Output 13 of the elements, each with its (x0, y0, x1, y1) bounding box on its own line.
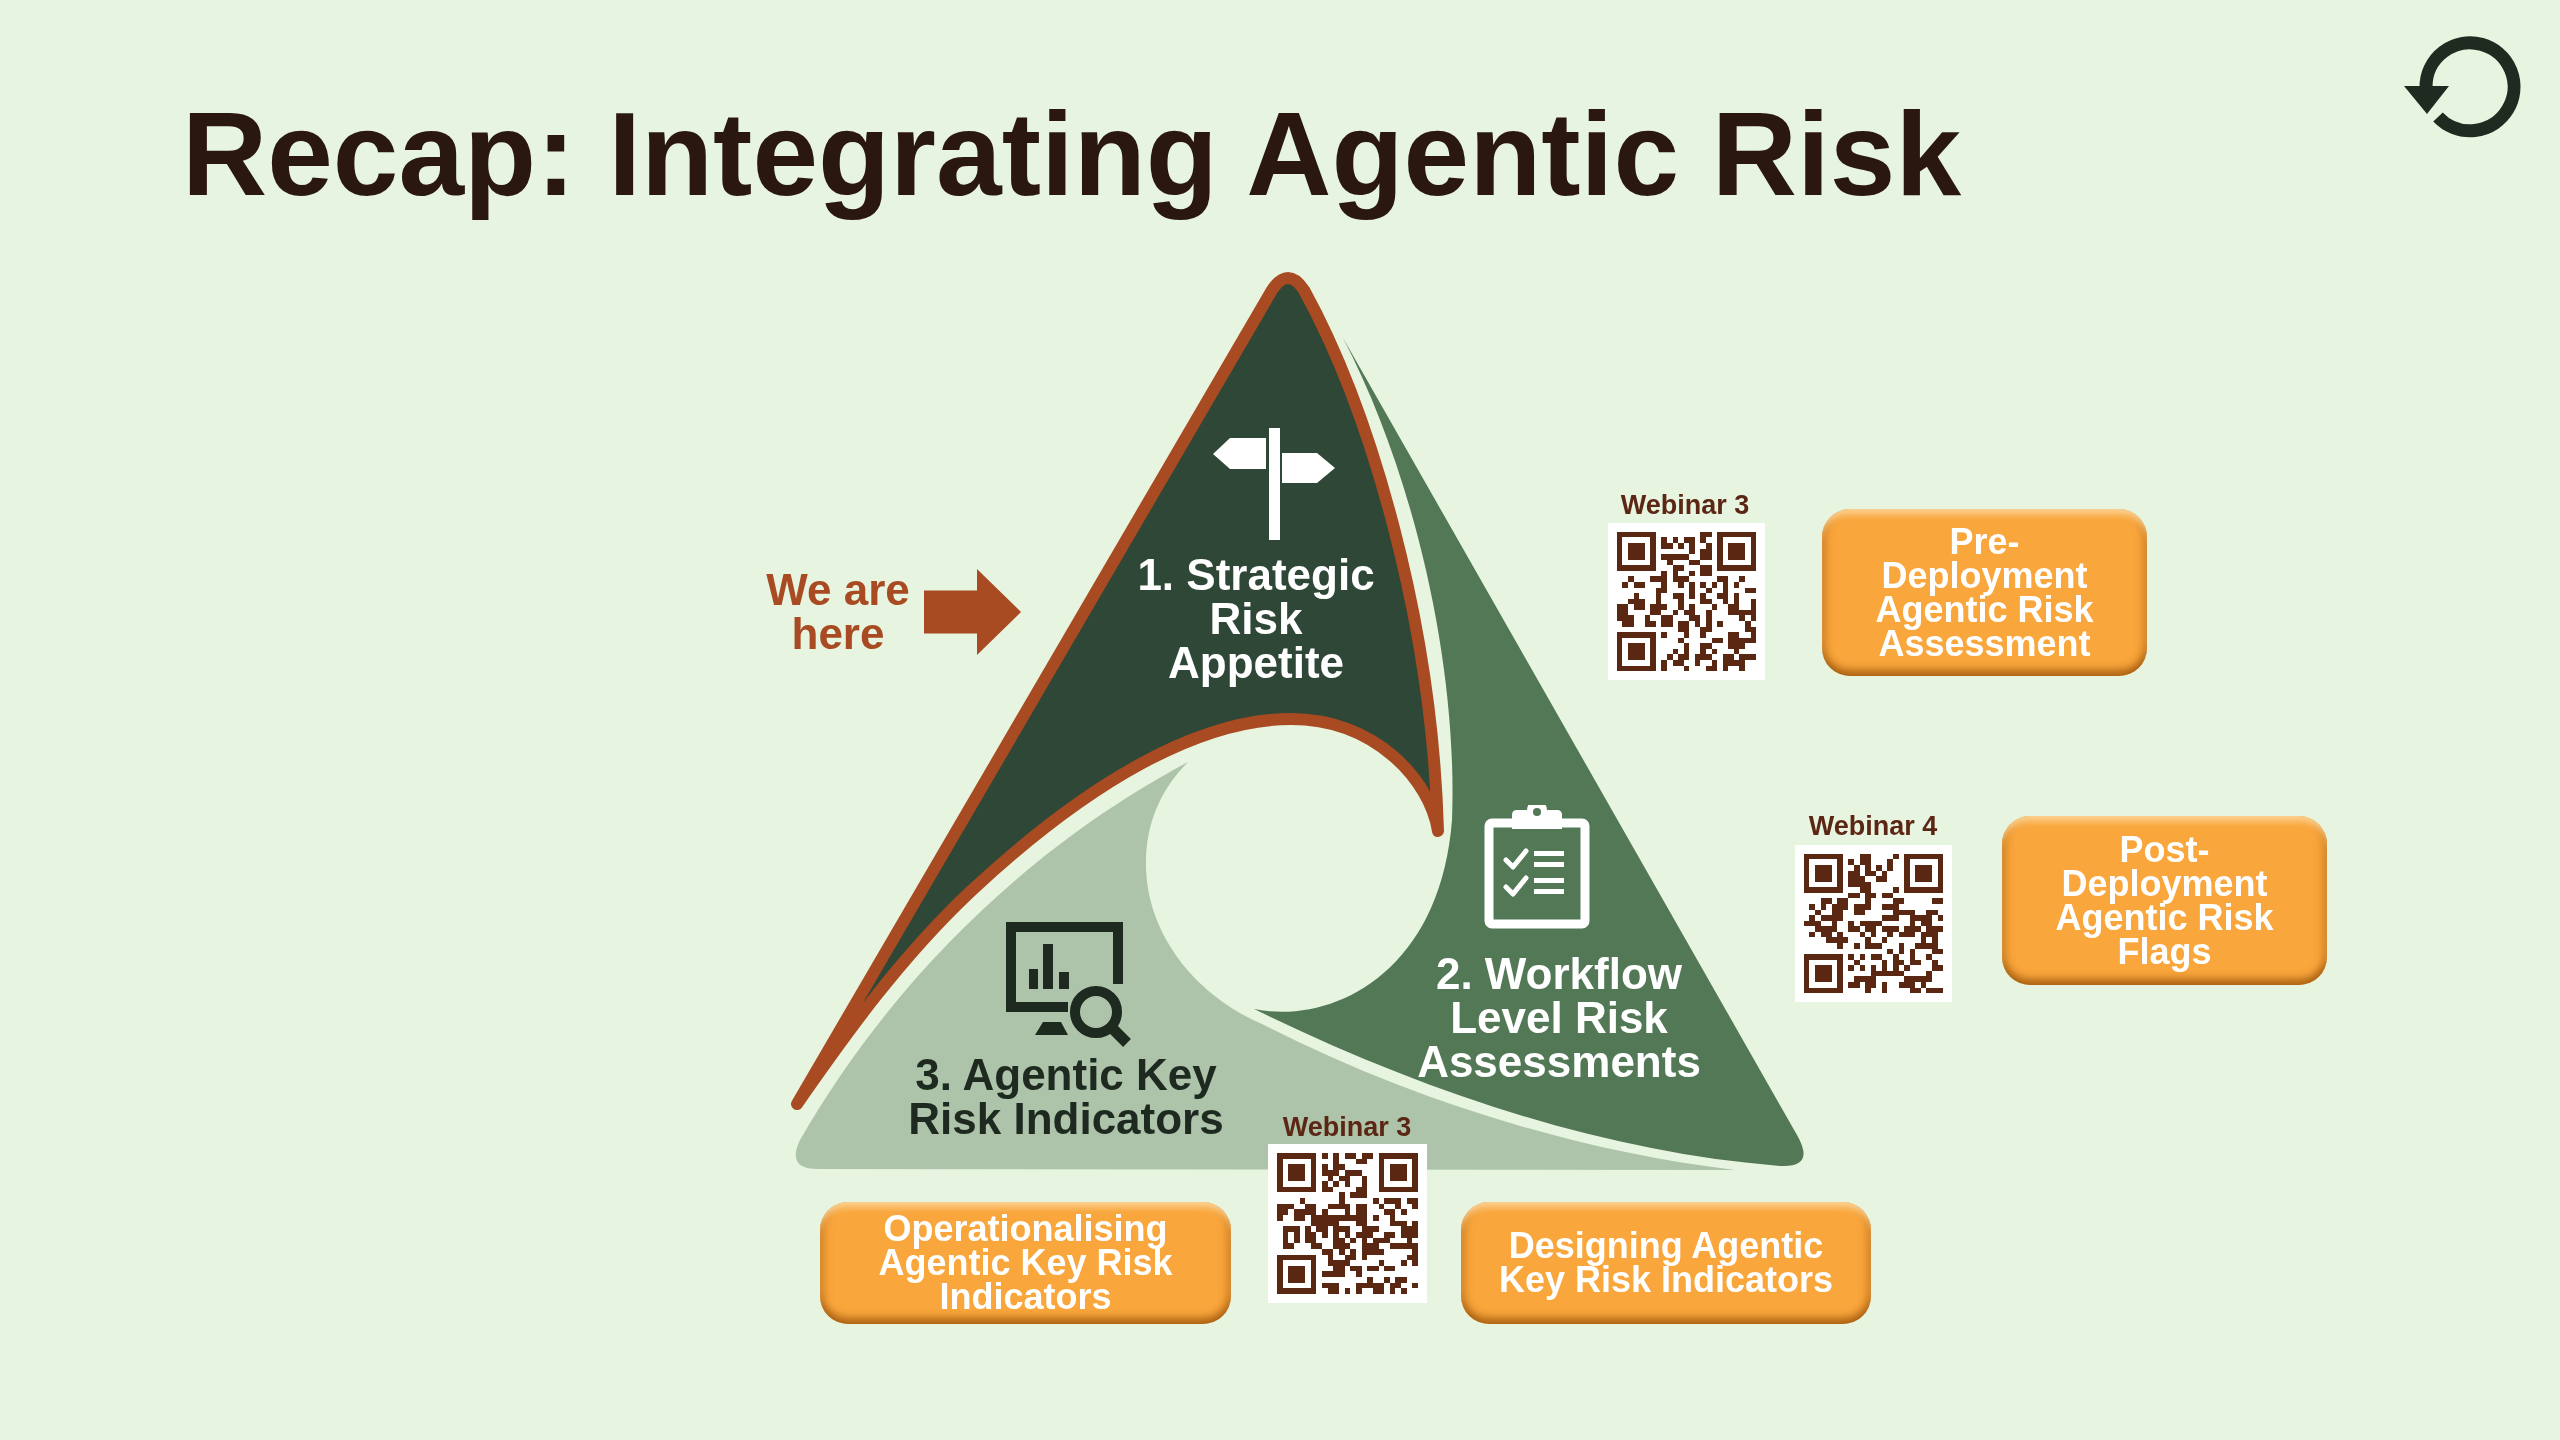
topic-box: Pre-Deployment Agentic Risk Assessment (1822, 509, 2147, 676)
webinar-label: Webinar 4 (1808, 811, 1938, 841)
step-title: 2. Workflow Level Risk Assessments (1416, 952, 1702, 1084)
topic-box: Operationalising Agentic Key Risk Indicators (820, 1202, 1231, 1324)
topic-box: Designing Agentic Key Risk Indicators (1461, 1202, 1871, 1324)
block-arrow (924, 569, 1021, 655)
topic-box: Post-Deployment Agentic Risk Flags (2002, 816, 2327, 985)
slide-title: Recap: Integrating Agentic Risk (181, 87, 1963, 222)
pointer-label: We are here (752, 568, 924, 656)
step-title: 1. Strategic Risk Appetite (1136, 553, 1376, 685)
step-title: 3. Agentic Key Risk Indicators (907, 1053, 1225, 1141)
webinar-label: Webinar 3 (1620, 490, 1750, 520)
webinar-label: Webinar 3 (1282, 1112, 1412, 1142)
